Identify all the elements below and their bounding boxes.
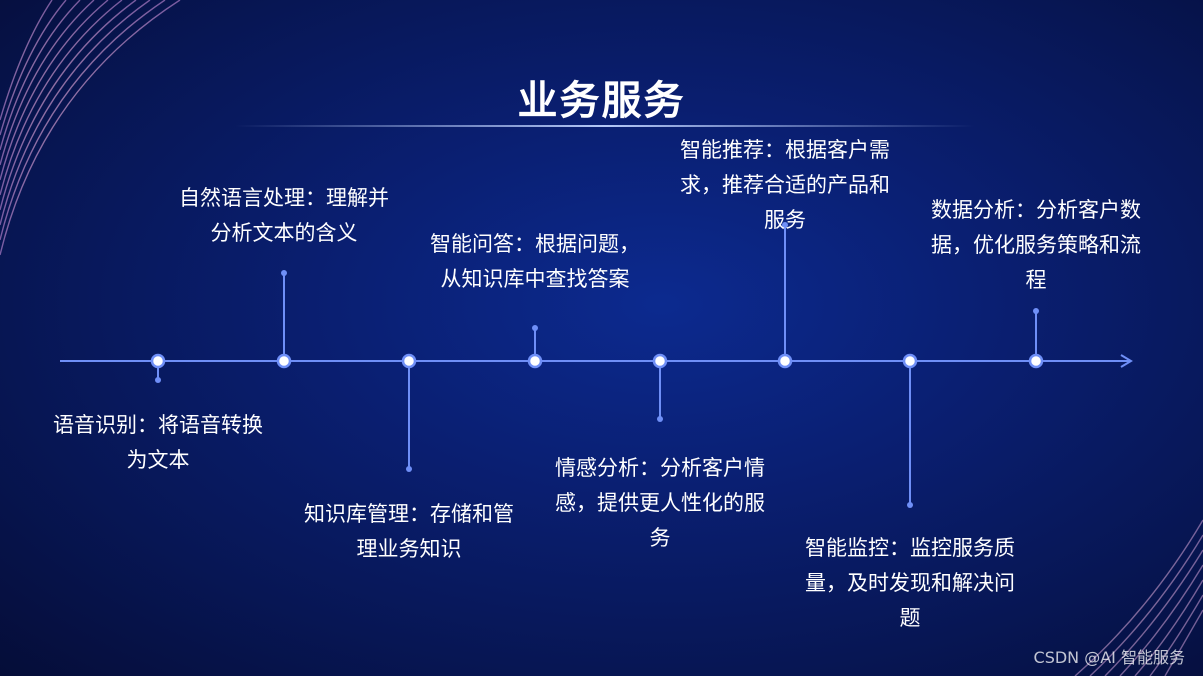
timeline-label-4: 智能问答：根据问题，从知识库中查找答案 <box>430 227 640 297</box>
timeline-node-6 <box>779 355 791 367</box>
timeline-label-5: 情感分析：分析客户情感，提供更人性化的服务 <box>555 451 765 556</box>
connector-end-4 <box>532 325 538 331</box>
timeline-label-7: 智能监控：监控服务质量，及时发现和解决问题 <box>805 531 1015 636</box>
timeline-label-1: 语音识别：将语音转换为文本 <box>53 408 263 478</box>
timeline-node-5 <box>654 355 666 367</box>
timeline-node-3 <box>403 355 415 367</box>
timeline-label-3: 知识库管理：存储和管理业务知识 <box>304 497 514 567</box>
connector-end-1 <box>155 377 161 383</box>
connector-end-7 <box>907 502 913 508</box>
timeline-label-8: 数据分析：分析客户数据，优化服务策略和流程 <box>931 193 1141 298</box>
timeline-node-1 <box>152 355 164 367</box>
timeline-label-6: 智能推荐：根据客户需求，推荐合适的产品和服务 <box>680 133 890 238</box>
timeline-node-8 <box>1030 355 1042 367</box>
timeline-node-7 <box>904 355 916 367</box>
timeline-label-2: 自然语言处理：理解并分析文本的含义 <box>179 181 389 251</box>
connector-end-2 <box>281 270 287 276</box>
timeline-node-2 <box>278 355 290 367</box>
connector-end-8 <box>1033 308 1039 314</box>
connector-end-5 <box>657 416 663 422</box>
watermark: CSDN @AI 智能服务 <box>1034 644 1185 668</box>
connector-end-3 <box>406 466 412 472</box>
timeline-node-4 <box>529 355 541 367</box>
